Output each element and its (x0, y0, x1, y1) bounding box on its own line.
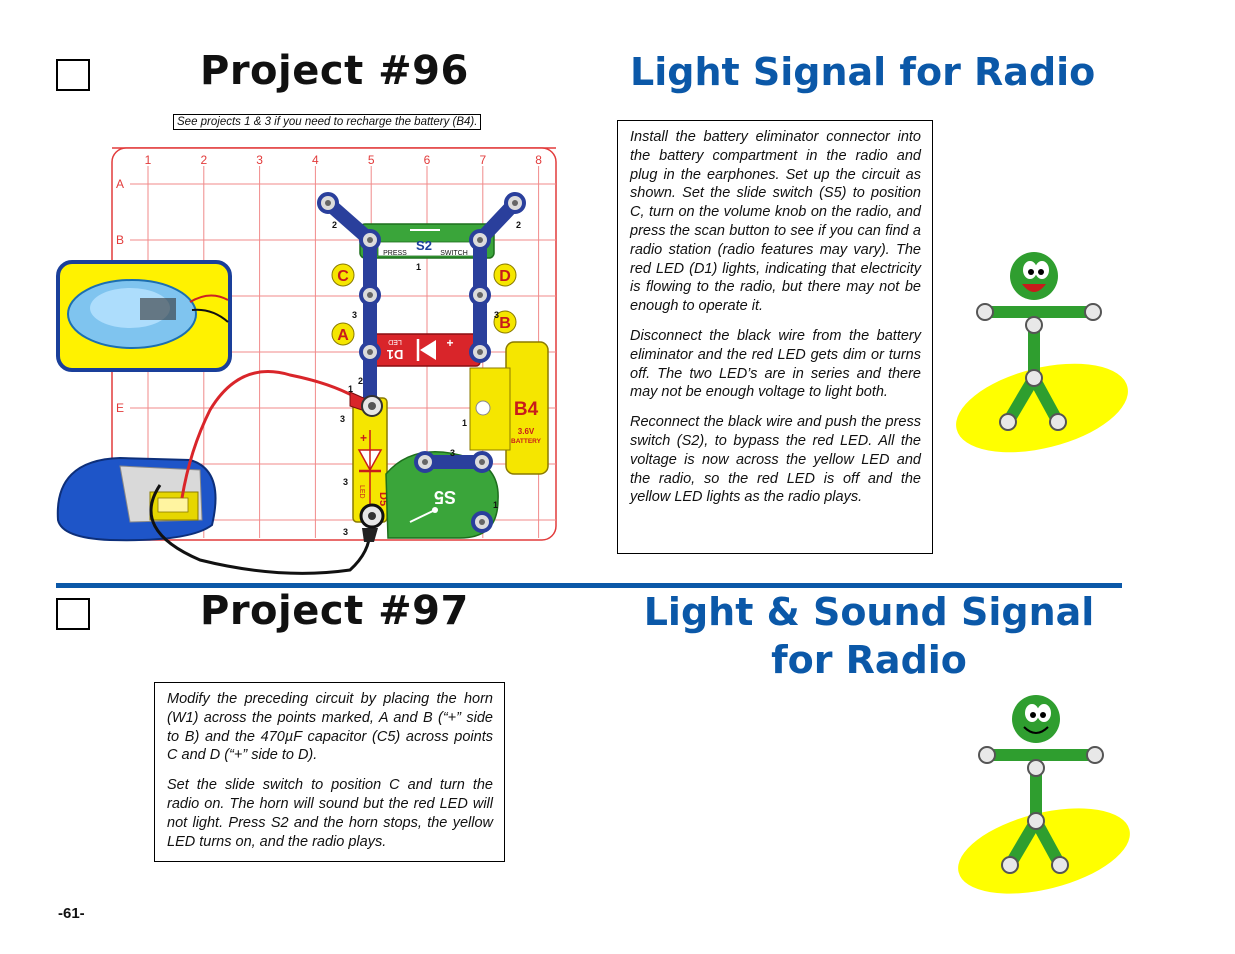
snap-rover-mascot-icon (956, 252, 1128, 453)
svg-text:1: 1 (462, 418, 467, 428)
snap-node-center (367, 237, 373, 243)
red-wire (180, 370, 369, 499)
project-97-paragraph-1: Modify the preceding circuit by placing … (167, 691, 493, 764)
grid-row-label: E (116, 401, 124, 415)
svg-text:+: + (446, 336, 453, 350)
d1-red-led: D1 LED + (367, 333, 481, 367)
svg-text:2: 2 (332, 220, 337, 230)
svg-text:A: A (337, 327, 349, 344)
project-97-title-line-2: for Radio (771, 638, 967, 682)
svg-text:B4: B4 (514, 399, 539, 420)
grid-column-label: 2 (200, 153, 207, 167)
svg-text:3: 3 (340, 414, 345, 424)
svg-text:3.6V: 3.6V (518, 427, 535, 436)
grid-column-label: 1 (145, 153, 152, 167)
project-96-title: Light Signal for Radio (630, 50, 1096, 94)
marker-d: D (493, 263, 517, 287)
page-number: -61- (58, 905, 85, 922)
svg-text:C: C (337, 268, 349, 285)
grid-column-label: 4 (312, 153, 319, 167)
svg-text:S5: S5 (434, 487, 456, 507)
snap-node-center (479, 459, 485, 465)
svg-text:LED: LED (388, 338, 402, 345)
snap-node-center (477, 237, 483, 243)
grid-column-label: 8 (535, 153, 542, 167)
snap-node-center (477, 292, 483, 298)
snap-node-center (367, 349, 373, 355)
s2-label: S2 (416, 238, 432, 253)
snap-node-center (367, 292, 373, 298)
project-96-instructions: Install the battery eliminator connector… (617, 120, 933, 554)
snap-node-center (479, 519, 485, 525)
svg-text:SWITCH: SWITCH (440, 250, 468, 257)
svg-text:3: 3 (494, 310, 499, 320)
project-97-instructions: Modify the preceding circuit by placing … (154, 682, 505, 862)
svg-text:PRESS: PRESS (383, 250, 407, 257)
marker-a: A (331, 322, 355, 346)
project-96-paragraph-1: Install the battery eliminator connector… (630, 129, 921, 315)
radio-photo-inset (56, 260, 232, 372)
project-97-paragraph-2: Set the slide switch to position C and t… (167, 777, 493, 850)
svg-text:D: D (499, 268, 511, 285)
svg-text:1: 1 (493, 500, 498, 510)
marker-c: C (331, 263, 355, 287)
svg-text:3: 3 (343, 477, 348, 487)
project-96-paragraph-2: Disconnect the black wire from the batte… (630, 327, 921, 401)
project-97-checkbox[interactable] (56, 598, 90, 630)
project-96-checkbox[interactable] (56, 59, 90, 91)
grid-column-label: 6 (424, 153, 431, 167)
project-97-title-line-1: Light & Sound Signal (643, 590, 1095, 634)
svg-text:+: + (360, 431, 367, 445)
battery-note: See projects 1 & 3 if you need to rechar… (173, 114, 482, 130)
grid-column-label: 3 (256, 153, 263, 167)
svg-text:1: 1 (416, 262, 421, 272)
project-97-label: Project #97 (200, 588, 469, 634)
grid-row-label: A (116, 177, 124, 191)
snap-node-center (512, 200, 518, 206)
project-96-paragraph-3: Reconnect the black wire and push the pr… (630, 414, 921, 506)
snap-level-numbers: 2 2 1 3 3 2 1 1 3 3 3 1 3 (332, 220, 521, 537)
project-96-label: Project #96 (200, 48, 469, 94)
snap-node-center (422, 459, 428, 465)
snap-node-center (325, 200, 331, 206)
snap-node-center (477, 349, 483, 355)
svg-text:BATTERY: BATTERY (511, 438, 542, 445)
grid-column-label: 5 (368, 153, 375, 167)
d5-yellow-led: + D5 LED (352, 397, 389, 523)
svg-text:3: 3 (352, 310, 357, 320)
svg-text:3: 3 (450, 448, 455, 458)
b4-battery: B4 3.6V BATTERY (469, 341, 549, 475)
svg-text:D1: D1 (387, 347, 404, 362)
svg-text:2: 2 (358, 376, 363, 386)
black-wire (149, 484, 372, 575)
snap-rover-mascot-icon-2 (958, 695, 1130, 894)
section-divider (56, 583, 1122, 588)
svg-text:1: 1 (348, 384, 353, 394)
svg-text:LED: LED (358, 485, 365, 499)
svg-text:2: 2 (516, 220, 521, 230)
project-97-title: Light & Sound Signal for Radio (632, 588, 1106, 684)
wire-clips (349, 391, 385, 542)
svg-text:3: 3 (343, 527, 348, 537)
svg-text:B: B (499, 315, 511, 332)
grid-row-label: B (116, 233, 124, 247)
marker-b: B (493, 310, 517, 334)
snap-nodes (317, 192, 526, 533)
grid-column-label: 7 (479, 153, 486, 167)
radio-unit (56, 456, 217, 542)
